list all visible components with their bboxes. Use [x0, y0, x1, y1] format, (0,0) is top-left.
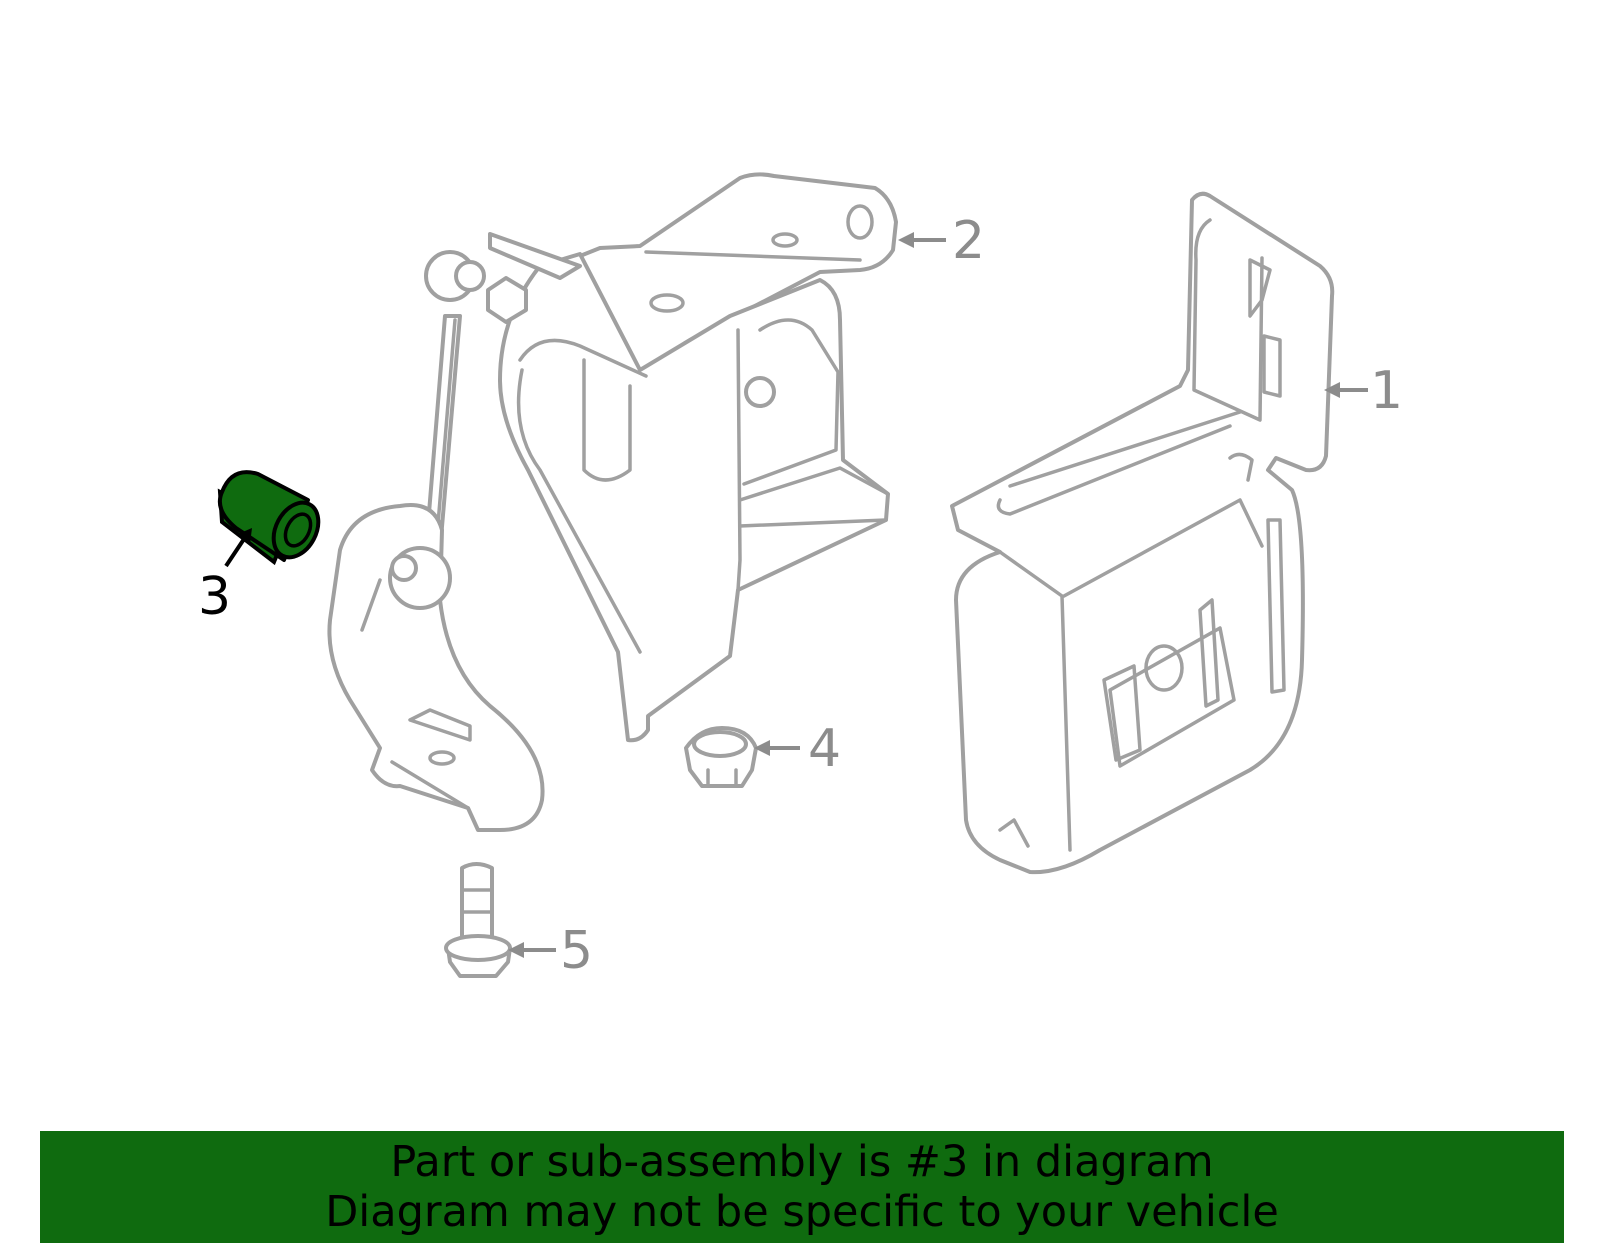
callout-3-label: 3 [198, 567, 231, 627]
callout-4-label: 4 [808, 719, 841, 779]
callout-2-label: 2 [952, 211, 985, 271]
callout-5: 5 [508, 921, 593, 981]
callout-4: 4 [754, 719, 841, 779]
callout-3: 3 [198, 528, 252, 627]
info-banner: Part or sub-assembly is #3 in diagram Di… [40, 1131, 1564, 1243]
callout-1-label: 1 [1370, 361, 1403, 421]
callout-5-label: 5 [560, 921, 593, 981]
part-5-bolt [444, 862, 512, 978]
part-1-bracket [950, 191, 1335, 875]
part-2-level-sensor [327, 172, 898, 832]
banner-line-2: Diagram may not be specific to your vehi… [325, 1187, 1279, 1237]
callout-1: 1 [1324, 361, 1403, 421]
part-3-bushing [217, 470, 321, 566]
banner-line-1: Part or sub-assembly is #3 in diagram [390, 1137, 1214, 1187]
callout-2: 2 [898, 211, 985, 271]
part-4-nut [684, 726, 758, 788]
